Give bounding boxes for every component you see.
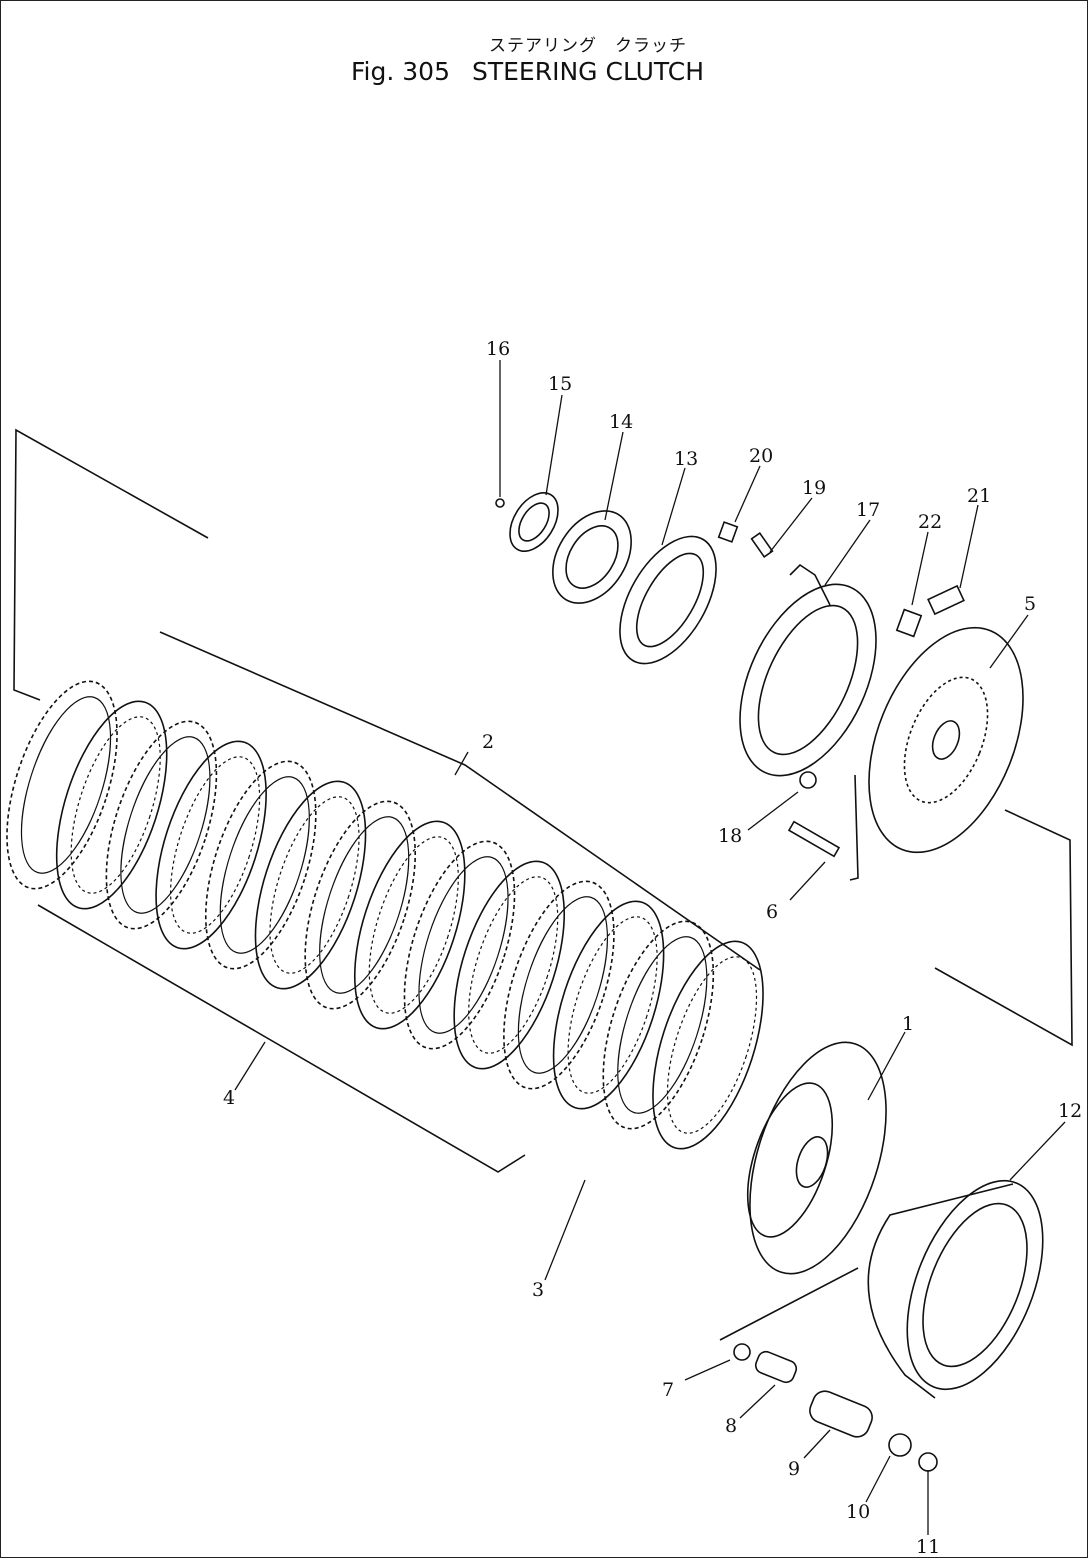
friction-plate-inner — [319, 816, 410, 994]
callout-9: 9 — [788, 1458, 800, 1480]
bracket-line-part-5 — [849, 774, 859, 881]
friction-plate-outer — [6, 680, 118, 890]
callout-3: 3 — [532, 1279, 544, 1301]
callout-8: 8 — [725, 1415, 737, 1437]
steel-plate-inner — [468, 876, 559, 1054]
spring-8 — [754, 1350, 798, 1384]
steel-plate-inner — [70, 716, 161, 894]
friction-plate-inner — [120, 736, 211, 914]
callout-4: 4 — [223, 1087, 235, 1109]
callout-10: 10 — [846, 1501, 870, 1523]
fitting-16 — [495, 498, 505, 508]
lock-plate-22 — [895, 608, 923, 638]
callout-22: 22 — [918, 511, 942, 533]
friction-plate-outer — [105, 720, 218, 930]
release-yoke — [739, 563, 877, 789]
callout-19: 19 — [802, 477, 826, 499]
assembly-bracket-bottom — [37, 904, 526, 1173]
callout-18: 18 — [718, 825, 742, 847]
friction-plate-outer — [403, 840, 516, 1050]
steel-plate-outer — [552, 900, 665, 1110]
brake-disc — [868, 626, 1024, 854]
nut-7 — [733, 1343, 751, 1361]
callout-20: 20 — [749, 445, 773, 467]
callout-15: 15 — [548, 373, 572, 395]
leader-lines — [234, 360, 1066, 1535]
clutch-hub — [746, 1041, 887, 1275]
callout-7: 7 — [662, 1379, 674, 1401]
callout-5: 5 — [1024, 593, 1036, 615]
ball-bearing — [552, 510, 632, 604]
bracket-line-part-5-right — [934, 809, 1073, 1047]
bearing-collar — [619, 535, 717, 665]
bolt-21 — [927, 584, 965, 616]
friction-plate-inner — [418, 856, 509, 1034]
steel-plate-outer — [254, 780, 367, 990]
callout-14: 14 — [609, 411, 633, 433]
figure-title-japanese: ステアリング クラッチ — [489, 36, 687, 56]
friction-plate-inner — [617, 936, 708, 1114]
friction-plate-outer — [602, 920, 715, 1130]
steel-plate-inner — [666, 956, 758, 1134]
callout-17: 17 — [856, 499, 880, 521]
steel-plate-outer — [652, 940, 764, 1150]
steel-plate-outer — [55, 700, 168, 910]
callout-11: 11 — [916, 1536, 940, 1558]
callout-6: 6 — [766, 901, 778, 923]
figure-title: Fig. 305 STEERING CLUTCH — [351, 57, 771, 86]
figure-number: Fig. 305 — [351, 57, 450, 86]
bracket-line-springs — [719, 1267, 859, 1341]
steel-plate-inner — [169, 756, 261, 934]
adjusting-bolt-19 — [750, 532, 774, 558]
figure-name: STEERING CLUTCH — [472, 57, 704, 86]
callout-16: 16 — [486, 338, 510, 360]
clutch-plate-stack — [6, 680, 764, 1150]
steel-plate-outer — [453, 860, 566, 1070]
callout-13: 13 — [674, 448, 698, 470]
friction-plate-outer — [503, 880, 615, 1090]
steel-plate-outer — [353, 820, 466, 1030]
nut-11 — [918, 1452, 938, 1472]
bracket-line-set-2 — [159, 631, 761, 971]
friction-plate-inner — [517, 896, 609, 1074]
friction-plate-inner — [20, 696, 112, 874]
steel-plate-inner — [567, 916, 658, 1094]
callout-1: 1 — [902, 1013, 914, 1035]
oil-seal — [509, 492, 559, 552]
spring-9 — [809, 1390, 873, 1438]
retainer-10 — [888, 1433, 912, 1457]
steel-plate-outer — [155, 740, 267, 950]
friction-plate-outer — [204, 760, 317, 970]
pin-6 — [787, 820, 841, 858]
clutch-drum — [867, 1179, 1044, 1399]
friction-plate-outer — [304, 800, 417, 1010]
assembly-bracket-left — [13, 428, 209, 701]
steel-plate-inner — [368, 836, 459, 1014]
friction-plate-inner — [219, 776, 310, 954]
callout-2: 2 — [482, 731, 494, 753]
nut-20 — [717, 521, 739, 543]
steel-plate-inner — [269, 796, 360, 974]
callout-21: 21 — [967, 485, 991, 507]
callout-12: 12 — [1058, 1100, 1082, 1122]
